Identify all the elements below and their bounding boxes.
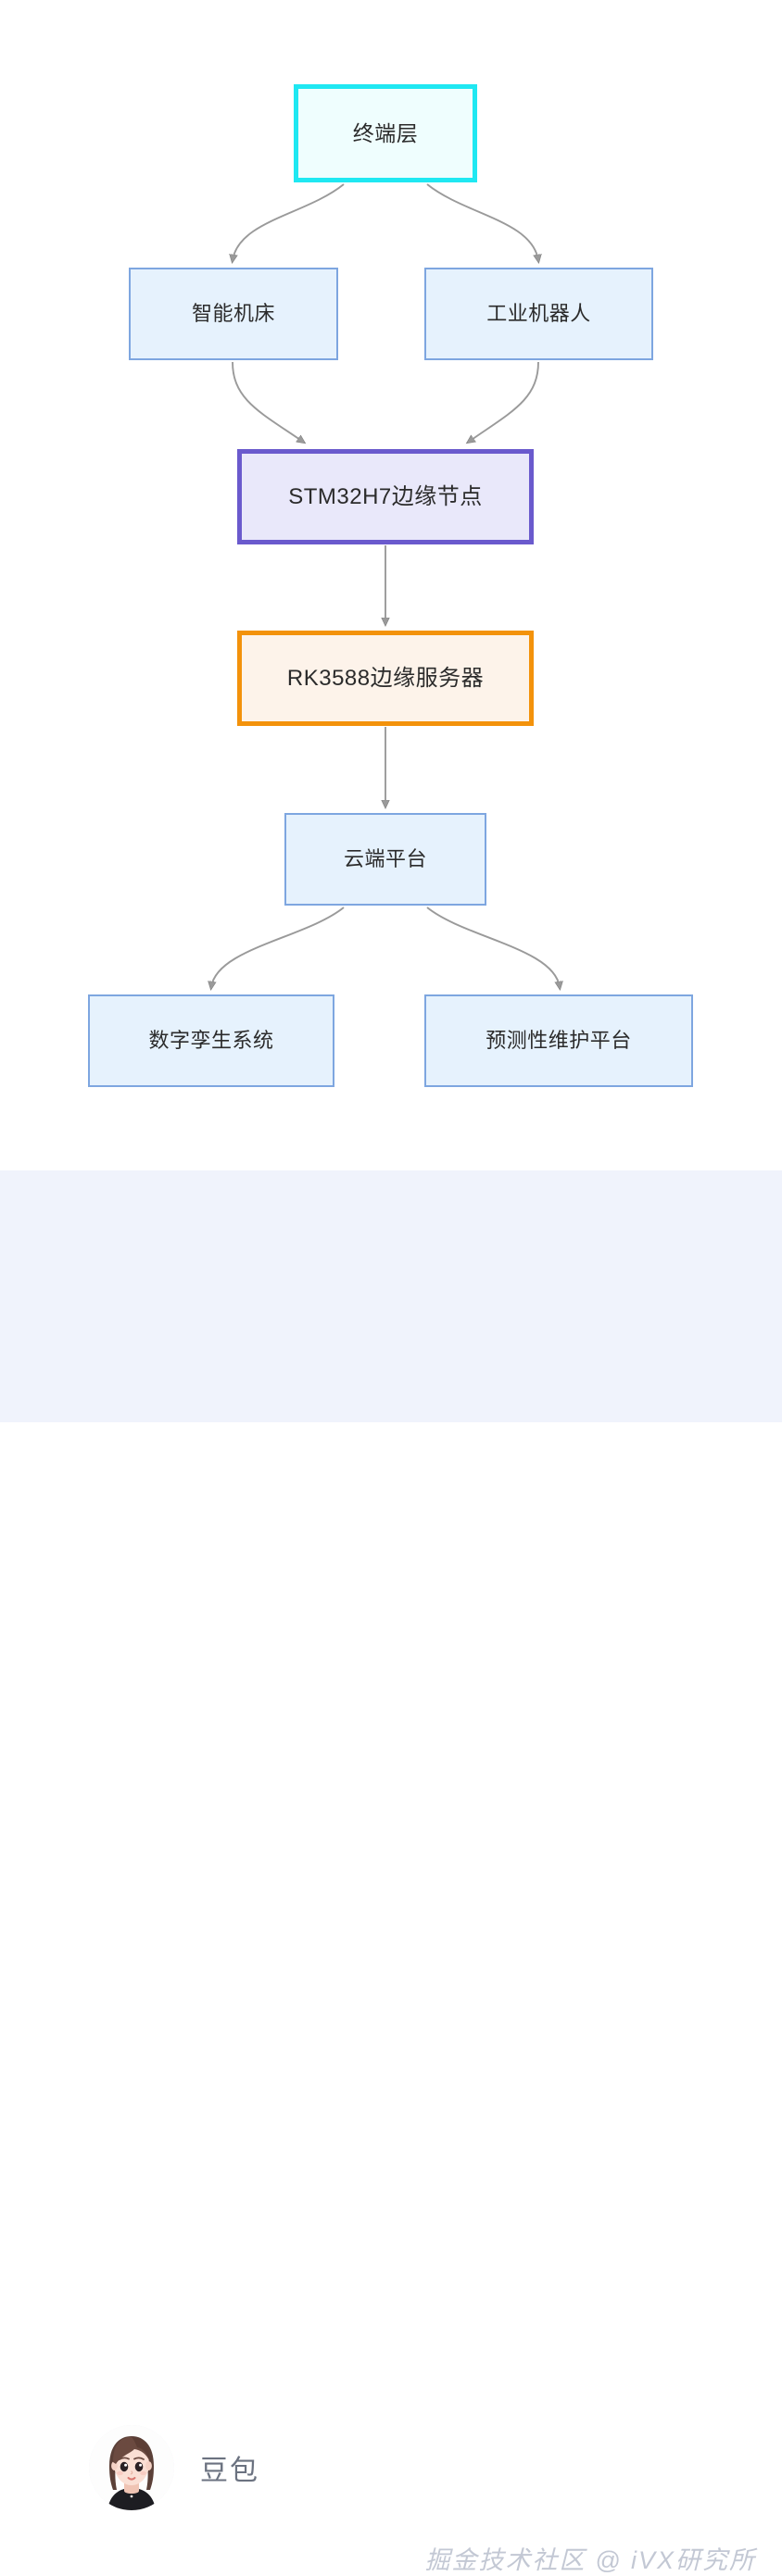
- edge-cnc-stm32: [232, 361, 303, 442]
- avatar: [89, 2425, 174, 2510]
- edge-cloud-twin: [211, 907, 345, 987]
- node-label: 终端层: [352, 120, 419, 145]
- node-label: 云端平台: [343, 847, 427, 871]
- node-terminal-layer[interactable]: 终端层: [294, 84, 477, 182]
- node-digital-twin-system[interactable]: 数字孪生系统: [88, 994, 334, 1087]
- flowchart-canvas: 终端层 智能机床 工业机器人 STM32H7边缘节点 RK3588边缘服务器 云…: [0, 0, 782, 1170]
- node-label: 工业机器人: [486, 302, 591, 326]
- node-rk3588-edge-server[interactable]: RK3588边缘服务器: [237, 631, 534, 726]
- avatar-illustration: [89, 2425, 174, 2510]
- edge-robot-stm32: [469, 361, 539, 442]
- author-row: 豆包: [89, 2425, 259, 2510]
- node-smart-cnc[interactable]: 智能机床: [129, 268, 338, 360]
- footer-bar: 豆包 掘金技术社区 @ iVX研究所: [0, 1170, 782, 2574]
- node-cloud-platform[interactable]: 云端平台: [284, 813, 486, 906]
- edge-terminal-robot: [426, 183, 538, 260]
- watermark-text: 掘金技术社区 @ iVX研究所: [424, 2546, 756, 2574]
- edge-cloud-maint: [426, 907, 560, 987]
- node-label: 数字孪生系统: [148, 1029, 274, 1053]
- edge-terminal-cnc: [233, 183, 345, 260]
- author-name: 豆包: [200, 2456, 259, 2486]
- node-label: 预测性维护平台: [486, 1029, 632, 1053]
- node-stm32h7-edge-node[interactable]: STM32H7边缘节点: [237, 449, 534, 544]
- node-predictive-maintenance-platform[interactable]: 预测性维护平台: [424, 994, 693, 1087]
- node-label: STM32H7边缘节点: [288, 483, 483, 509]
- node-label: RK3588边缘服务器: [286, 665, 485, 691]
- node-label: 智能机床: [191, 302, 275, 326]
- node-industrial-robot[interactable]: 工业机器人: [424, 268, 653, 360]
